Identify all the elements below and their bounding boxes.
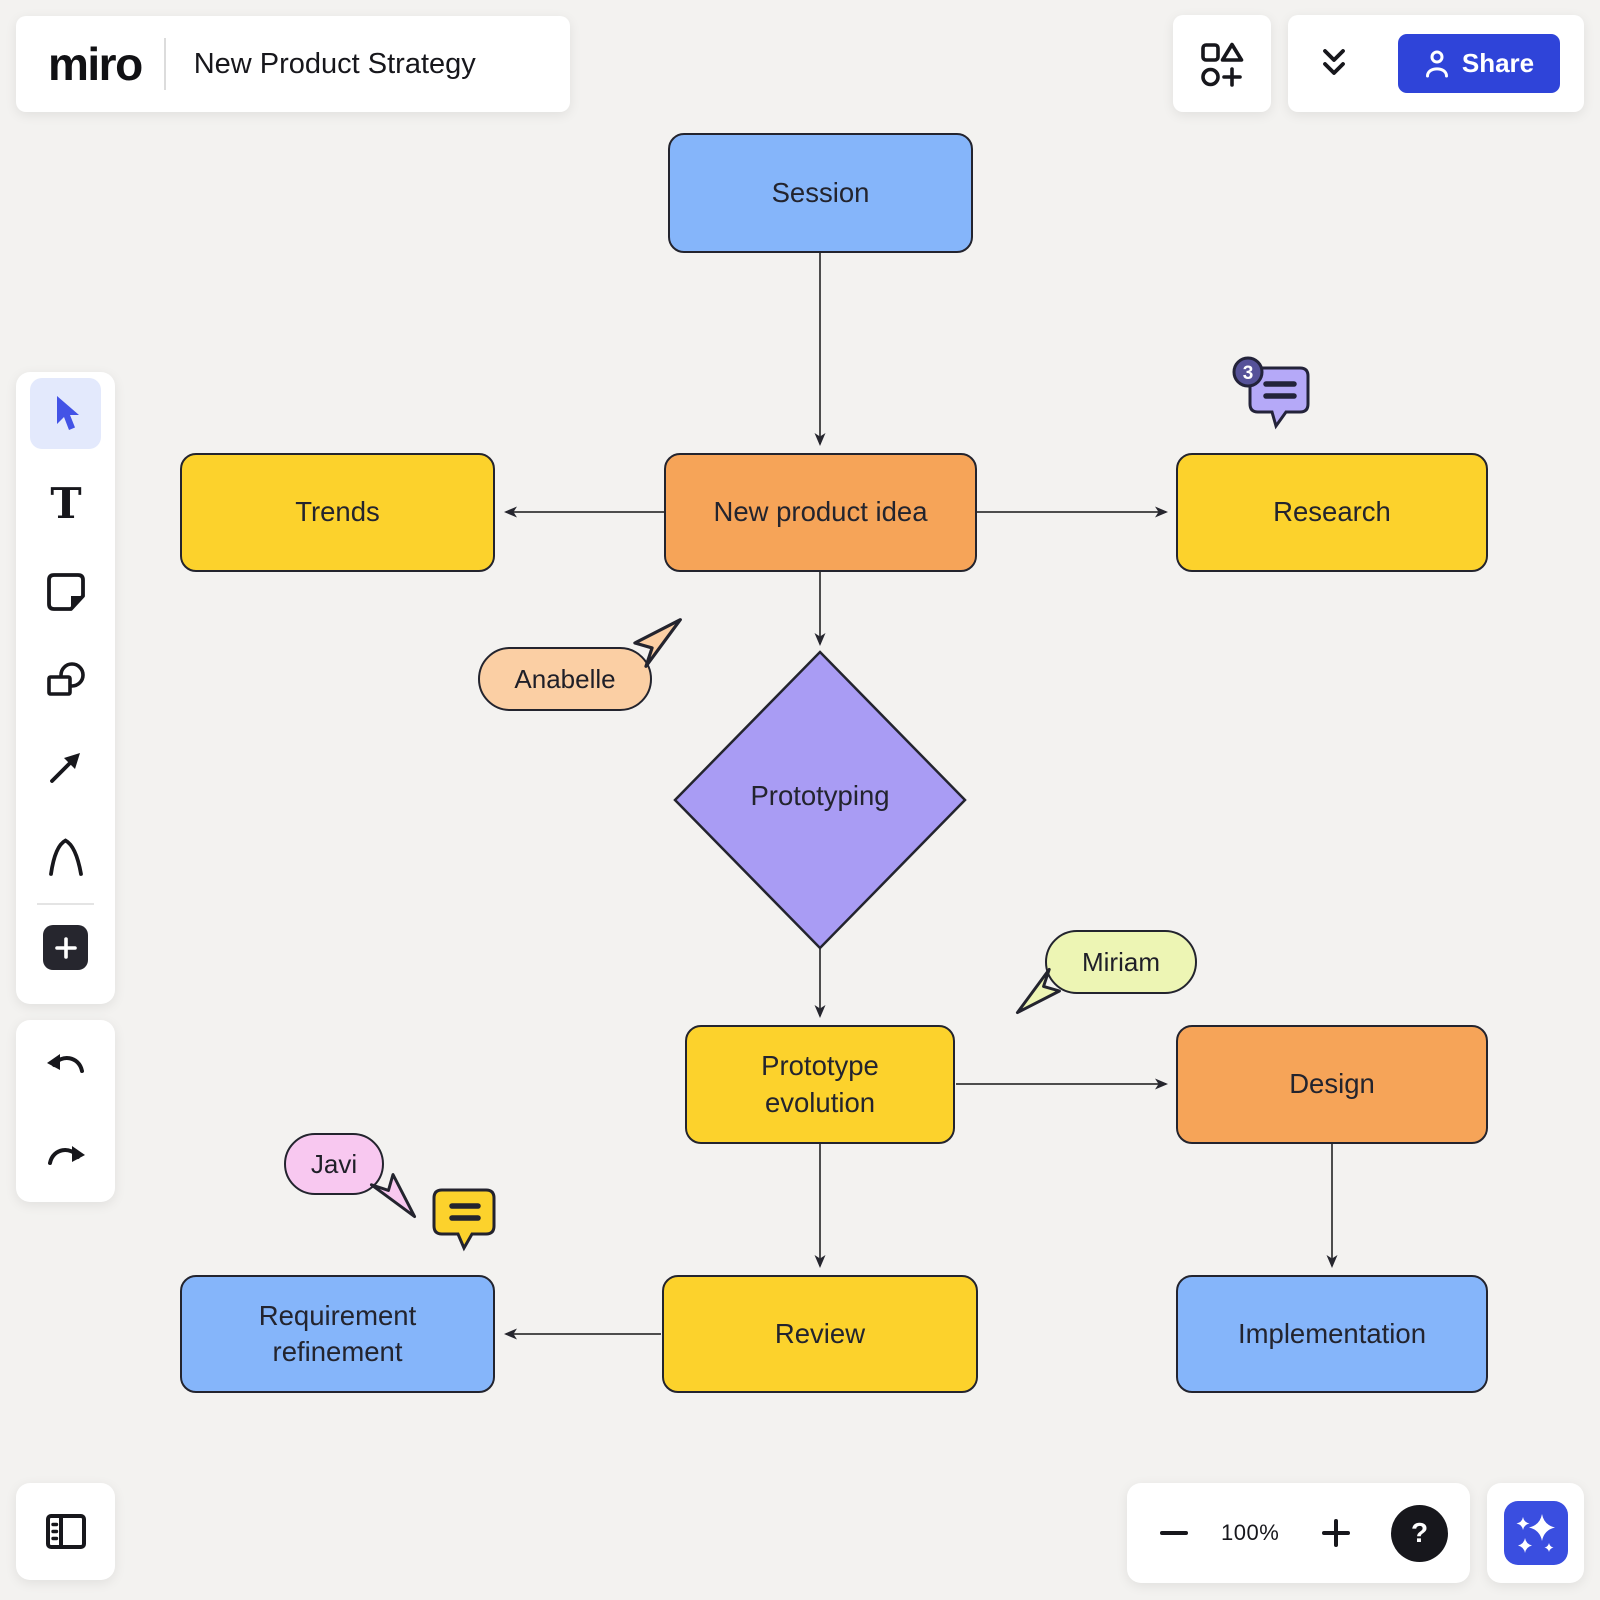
toolbar-divider bbox=[37, 903, 94, 905]
select-cursor-icon bbox=[56, 396, 79, 430]
text-tool[interactable]: T bbox=[16, 475, 115, 531]
collaborator-name: Javi bbox=[310, 1148, 358, 1179]
miro-logo[interactable]: miro bbox=[48, 38, 143, 90]
node-session[interactable]: Session bbox=[668, 133, 973, 253]
node-new-product-idea[interactable]: New product idea bbox=[664, 453, 977, 572]
undo-button[interactable] bbox=[16, 1038, 115, 1094]
svg-text:T: T bbox=[50, 481, 81, 525]
node-trends[interactable]: Trends bbox=[180, 453, 495, 572]
header-divider bbox=[163, 38, 166, 90]
shapes-icon bbox=[46, 662, 85, 696]
share-label: Share bbox=[1461, 48, 1535, 78]
board-header: miro New Product Strategy bbox=[16, 16, 570, 112]
arrow-tool-icon bbox=[49, 753, 80, 783]
zoom-out-button[interactable] bbox=[1157, 1516, 1191, 1550]
frames-panel-icon bbox=[45, 1513, 86, 1549]
pen-tool-icon bbox=[48, 838, 83, 876]
zoom-level[interactable]: 100% bbox=[1221, 1520, 1280, 1545]
node-prototyping-shape[interactable] bbox=[670, 647, 970, 953]
node-review[interactable]: Review bbox=[662, 1275, 978, 1393]
zoom-controls: 100% ? bbox=[1127, 1483, 1470, 1583]
node-implementation[interactable]: Implementation bbox=[1176, 1275, 1488, 1393]
cursor-pointer-icon bbox=[633, 618, 682, 668]
add-tool-button[interactable] bbox=[43, 925, 88, 970]
history-panel bbox=[16, 1020, 115, 1202]
undo-icon bbox=[46, 1054, 84, 1073]
templates-button[interactable] bbox=[1173, 15, 1271, 112]
collaborator-name: Miriam bbox=[1082, 946, 1160, 977]
node-research[interactable]: Research bbox=[1176, 453, 1488, 572]
ai-sparkles-icon bbox=[1516, 1514, 1555, 1553]
node-design[interactable]: Design bbox=[1176, 1025, 1488, 1144]
comment-count-badge: 3 bbox=[1243, 363, 1254, 384]
comment-thread-icon[interactable]: 3 bbox=[1228, 356, 1316, 440]
redo-icon bbox=[47, 1146, 85, 1165]
zoom-in-icon bbox=[1322, 1519, 1351, 1547]
zoom-in-button[interactable] bbox=[1319, 1516, 1353, 1550]
collapse-button[interactable] bbox=[1316, 44, 1352, 84]
cursor-pointer-icon bbox=[369, 1173, 417, 1219]
zoom-out-icon bbox=[1160, 1531, 1188, 1535]
text-tool-icon: T bbox=[50, 481, 81, 525]
sticky-note-tool[interactable] bbox=[16, 564, 115, 620]
arrow-tool[interactable] bbox=[16, 739, 115, 795]
redo-button[interactable] bbox=[16, 1130, 115, 1186]
sticky-note-icon bbox=[46, 573, 85, 611]
help-icon: ? bbox=[1410, 1517, 1429, 1548]
board-title[interactable]: New Product Strategy bbox=[193, 47, 476, 80]
collaborator-label-miriam: Miriam bbox=[1045, 930, 1197, 994]
ai-assist-panel bbox=[1487, 1483, 1584, 1583]
collaborator-label-anabelle: Anabelle bbox=[478, 647, 652, 711]
node-prototype-evolution[interactable]: Prototype evolution bbox=[685, 1025, 955, 1144]
person-icon bbox=[1425, 50, 1448, 77]
templates-icon bbox=[1201, 42, 1244, 87]
collaborator-label-javi: Javi bbox=[284, 1133, 384, 1195]
header-actions: Share bbox=[1288, 15, 1584, 112]
help-button[interactable]: ? bbox=[1391, 1504, 1448, 1562]
comment-icon[interactable] bbox=[430, 1186, 498, 1252]
collapse-chevrons-icon bbox=[1323, 48, 1345, 75]
shapes-tool[interactable] bbox=[16, 653, 115, 709]
collaborator-name: Anabelle bbox=[514, 663, 616, 694]
share-button[interactable]: Share bbox=[1398, 34, 1560, 93]
cursor-pointer-icon bbox=[1015, 967, 1061, 1015]
select-tool[interactable] bbox=[16, 385, 115, 441]
node-requirement-refinement[interactable]: Requirement refinement bbox=[180, 1275, 495, 1393]
add-tool-icon bbox=[54, 936, 77, 959]
ai-assist-button[interactable] bbox=[1503, 1501, 1568, 1565]
frames-panel-button[interactable] bbox=[16, 1483, 115, 1580]
tools-panel: T bbox=[16, 372, 115, 1004]
pen-tool[interactable] bbox=[16, 828, 115, 884]
